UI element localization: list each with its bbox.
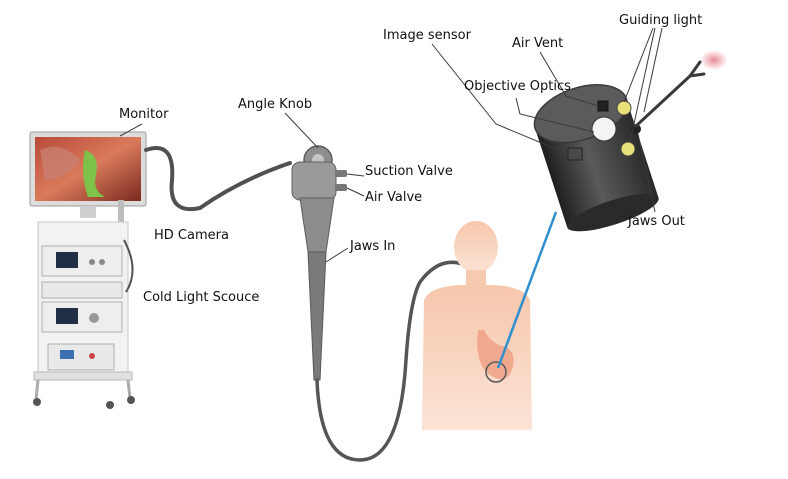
processor-unit — [47, 343, 115, 371]
monitor — [29, 131, 147, 218]
endoscope-handle — [291, 145, 347, 381]
label-angle-knob: Angle Knob — [238, 97, 313, 112]
guiding-light-lens-1 — [616, 100, 632, 116]
label-monitor: Monitor — [119, 107, 169, 122]
human-body — [422, 221, 532, 430]
label-suction-valve: Suction Valve — [365, 164, 453, 179]
laser-glow — [700, 50, 728, 70]
forceps — [634, 60, 706, 128]
umbilical-cable — [144, 146, 292, 212]
label-guiding-light: Guiding light — [619, 13, 703, 28]
leader-lines — [119, 27, 663, 263]
cold-light-source-unit — [41, 301, 123, 333]
label-jaws-out: Jaws Out — [628, 214, 685, 229]
image-sensor-chip — [567, 147, 583, 161]
endoscope-tip — [533, 50, 728, 232]
guiding-light-lens-2 — [620, 141, 636, 157]
label-image-sensor: Image sensor — [383, 28, 471, 43]
endoscopy-tower — [29, 131, 147, 409]
label-air-valve: Air Valve — [365, 190, 423, 205]
label-air-vent: Air Vent — [512, 36, 564, 51]
label-cold-light-source: Cold Light Scouce — [143, 290, 260, 305]
air-vent-port — [597, 100, 609, 112]
hd-camera-unit — [41, 245, 123, 277]
objective-lens — [591, 116, 617, 142]
label-objective-optics: Objective Optics — [464, 79, 571, 94]
label-hd-camera: HD Camera — [154, 228, 229, 243]
light-beam — [496, 211, 558, 369]
label-jaws-in: Jaws In — [350, 239, 396, 254]
